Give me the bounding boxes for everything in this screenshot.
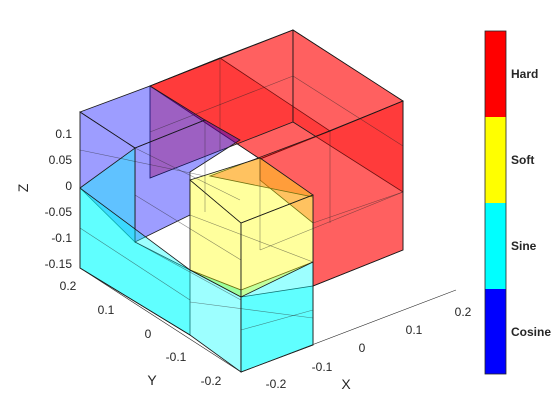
voxel-edge <box>292 75 404 147</box>
voxel-edge <box>134 147 241 201</box>
z-tick-label: 0.05 <box>49 153 73 167</box>
y-tick-label: 0.2 <box>60 279 77 293</box>
y-tick-label: -0.2 <box>201 374 222 388</box>
voxel-face-sine <box>240 261 314 373</box>
x-tick-label: 0 <box>359 341 366 355</box>
colorbar-label-soft: Soft <box>511 153 534 167</box>
y-tick-label: 0.1 <box>98 303 115 317</box>
x-axis-label: X <box>341 376 351 392</box>
z-tick-label: 0.1 <box>55 127 72 141</box>
y-axis: 0.2 0.1 0 -0.1 -0.2 Y <box>60 267 242 388</box>
x-tick-label: 0.2 <box>455 305 472 319</box>
x-tick-label: 0.1 <box>406 323 423 337</box>
x-tick-label: -0.2 <box>266 377 287 391</box>
z-axis: 0.1 0.05 0 -0.05 -0.1 -0.15 Z <box>15 112 81 271</box>
voxel-blocks <box>79 29 404 373</box>
colorbar-segment-sine <box>485 203 506 289</box>
y-axis-label: Y <box>147 372 157 388</box>
voxel-edge <box>149 121 294 179</box>
colorbar: Hard Soft Sine Cosine <box>484 30 551 375</box>
voxel-edge <box>312 191 404 224</box>
voxel-edge <box>134 194 242 261</box>
y-tick-label: -0.1 <box>166 350 187 364</box>
x-tick-label: -0.1 <box>312 360 333 374</box>
colorbar-segment-hard <box>485 31 506 117</box>
colorbar-label-cosine: Cosine <box>511 325 551 339</box>
voxel-edge <box>149 75 294 133</box>
z-axis-label: Z <box>15 183 31 192</box>
colorbar-label-sine: Sine <box>511 239 537 253</box>
colorbar-segment-soft <box>485 117 506 203</box>
colorbar-segment-cosine <box>485 289 506 374</box>
voxel-edge <box>189 301 314 319</box>
z-tick-label: -0.1 <box>51 231 72 245</box>
y-tick-label: 0 <box>145 327 152 341</box>
voxel-edge <box>134 241 242 301</box>
voxel-edge <box>79 149 206 177</box>
colorbar-label-hard: Hard <box>511 67 538 81</box>
x-axis: -0.2 -0.1 0 0.1 0.2 X <box>240 289 472 392</box>
voxel-edge <box>259 191 404 251</box>
z-tick-label: -0.15 <box>45 257 73 271</box>
y-axis-line <box>79 267 242 373</box>
z-tick-label: -0.05 <box>45 205 73 219</box>
voxel-edge <box>240 309 314 331</box>
voxel-edge <box>189 214 314 263</box>
voxel-edge <box>292 121 404 193</box>
colorbar-frame <box>484 30 507 375</box>
voxel-edge <box>79 227 191 301</box>
z-tick-label: 0 <box>65 179 72 193</box>
x-axis-line <box>240 289 457 373</box>
